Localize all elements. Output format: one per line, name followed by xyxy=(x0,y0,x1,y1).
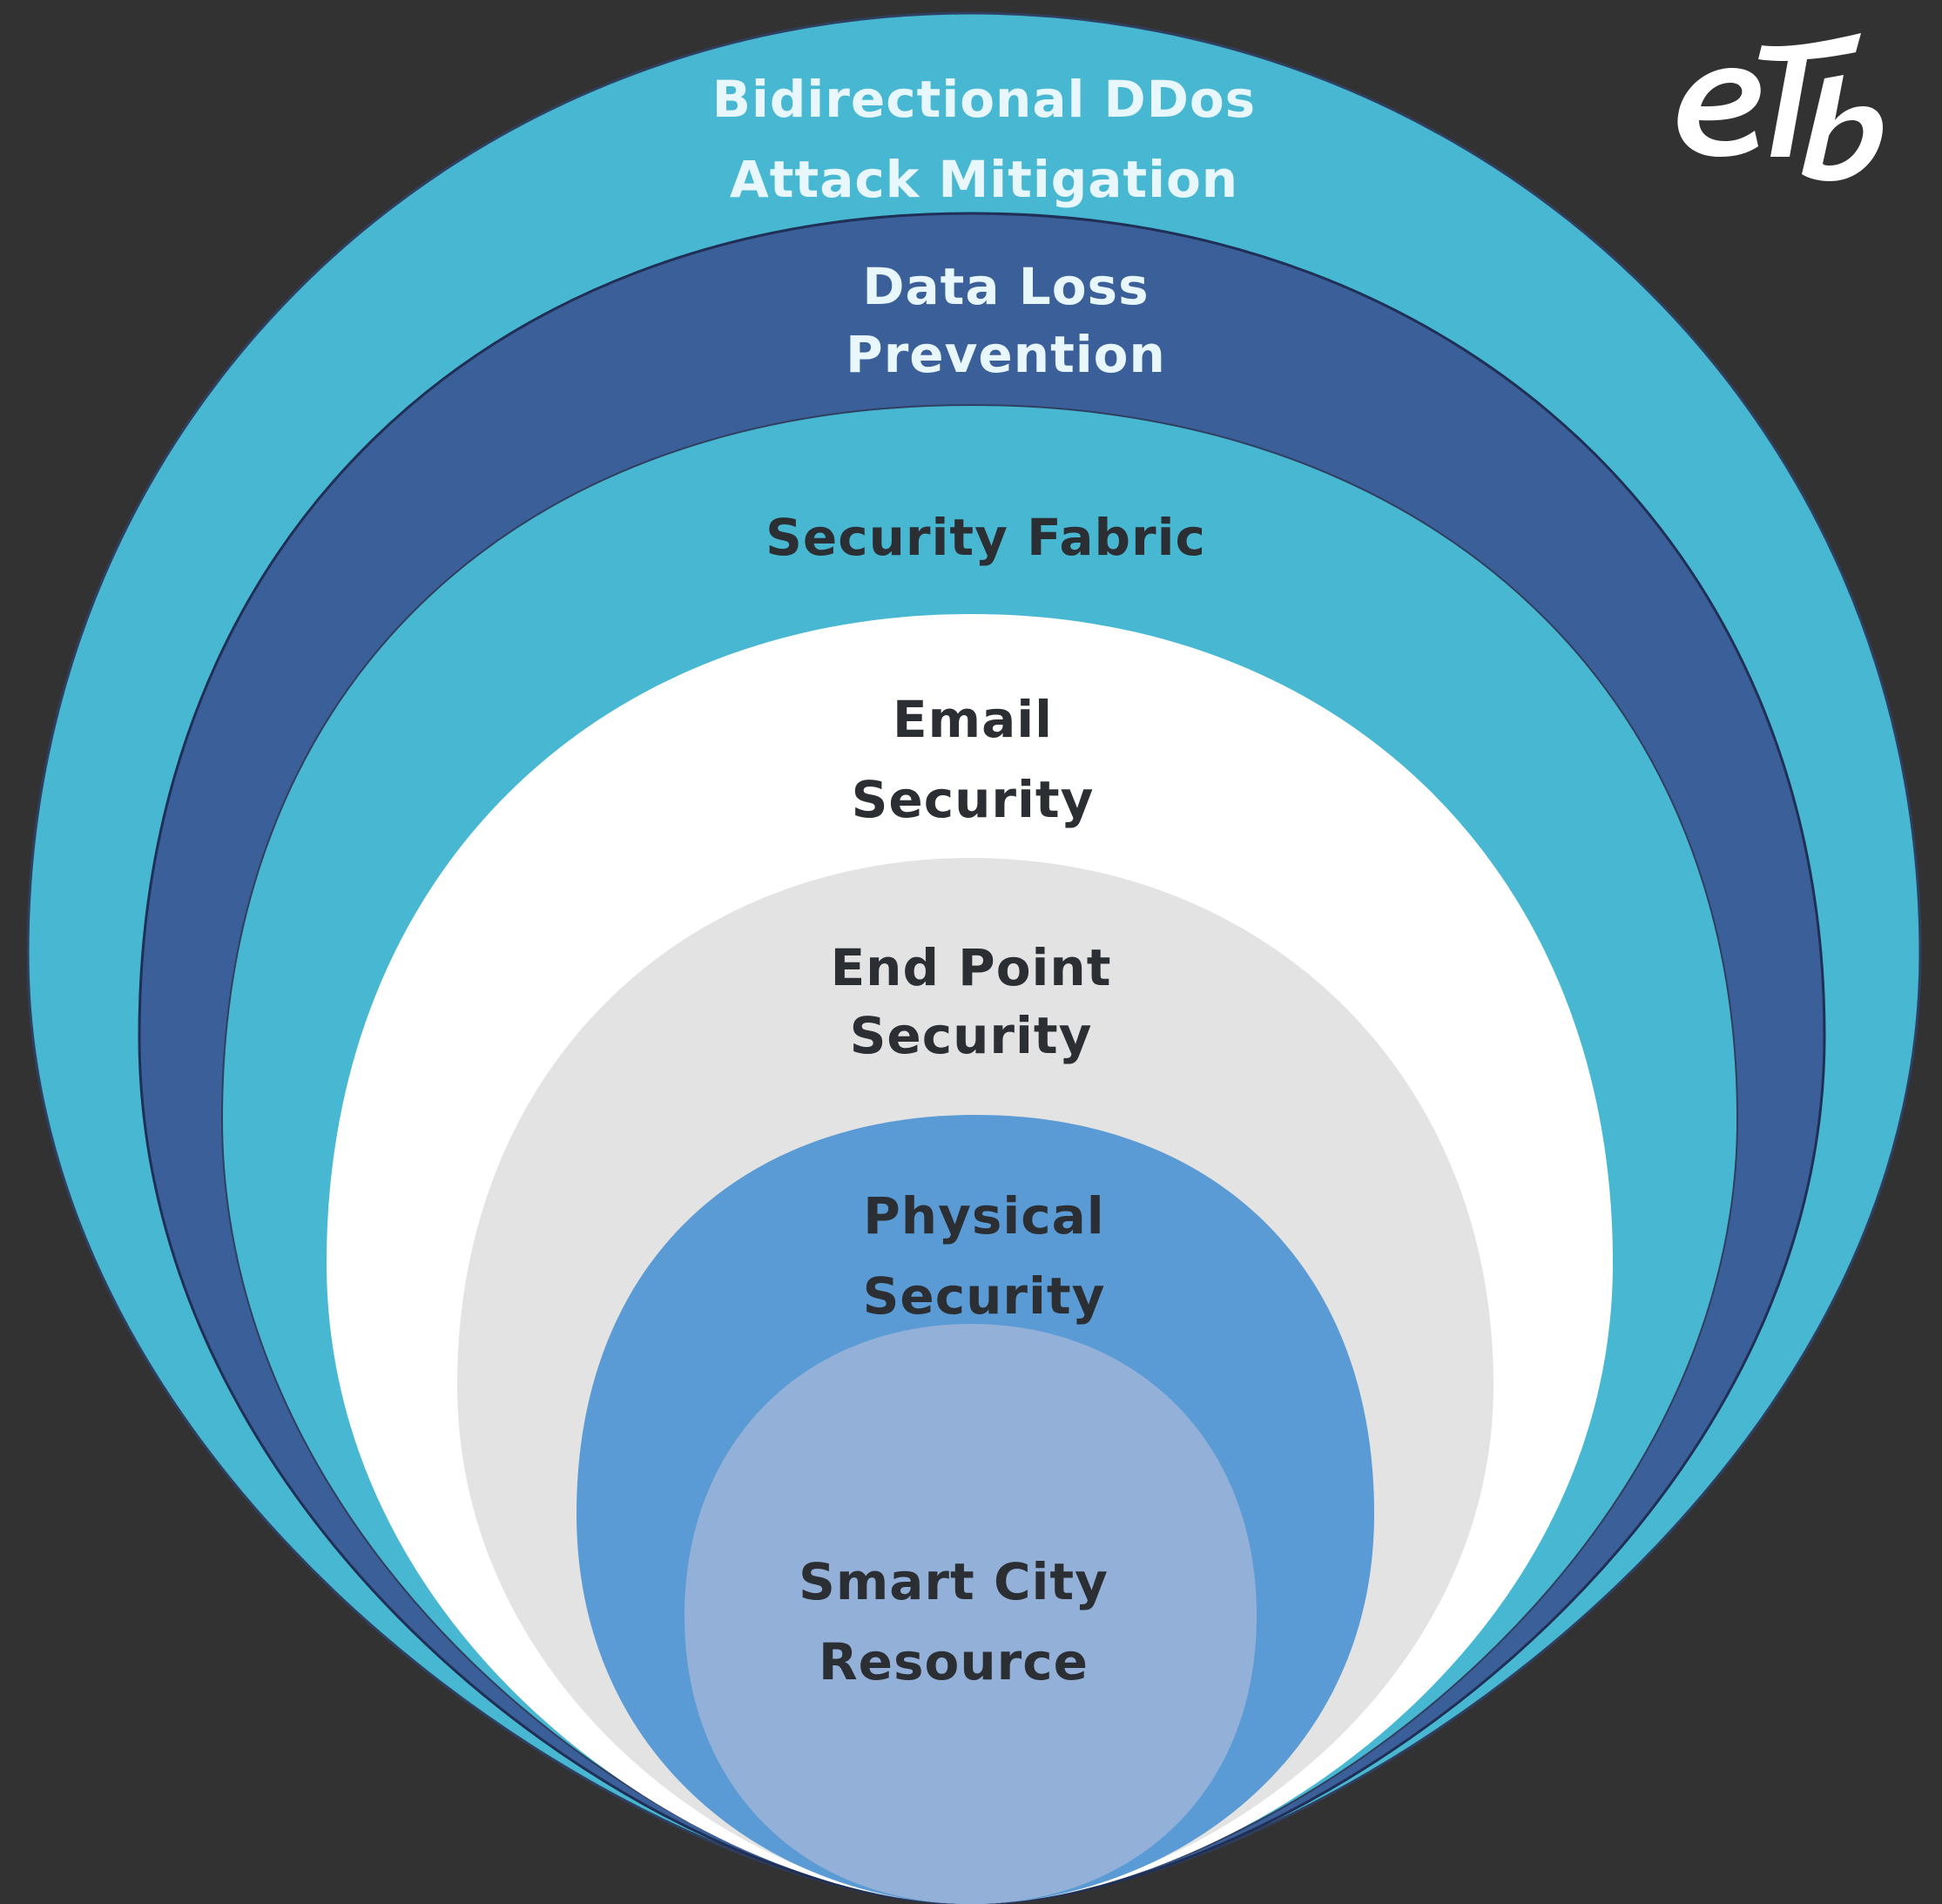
label-smartcity-line-1: Smart City xyxy=(799,1552,1109,1611)
label-physical-line-1: Physical xyxy=(863,1186,1105,1246)
label-email-line-1: Email xyxy=(893,690,1053,749)
label-security-fabric: Security Fabric xyxy=(765,503,1206,571)
label-email-line-2: Security xyxy=(851,770,1095,829)
label-fabric-line-1: Security Fabric xyxy=(765,508,1206,567)
label-data-loss-prevention: Data Loss Prevention xyxy=(846,253,1166,388)
core-smart-city-resource xyxy=(684,1324,1257,1904)
label-dlp-line-2: Prevention xyxy=(846,325,1166,384)
label-email-security: Email Security xyxy=(852,679,1095,840)
label-physical-security: Physical Security xyxy=(863,1176,1106,1336)
label-ddos-line-2: Attack Mitigation xyxy=(729,150,1239,209)
label-endpoint-line-1: End Point xyxy=(830,938,1112,997)
label-smart-city-resource: Smart City Resource xyxy=(799,1542,1109,1702)
label-physical-line-2: Security xyxy=(862,1266,1106,1326)
label-end-point-security: End Point Security xyxy=(831,934,1112,1070)
label-ddos-line-1: Bidirectional DDos xyxy=(711,70,1257,129)
etb-logo xyxy=(1677,33,1884,181)
label-dlp-line-1: Data Loss xyxy=(862,257,1150,316)
label-endpoint-line-2: Security xyxy=(849,1006,1093,1065)
label-smartcity-line-2: Resource xyxy=(819,1632,1089,1691)
label-ddos: Bidirectional DDos Attack Mitigation xyxy=(712,59,1256,219)
